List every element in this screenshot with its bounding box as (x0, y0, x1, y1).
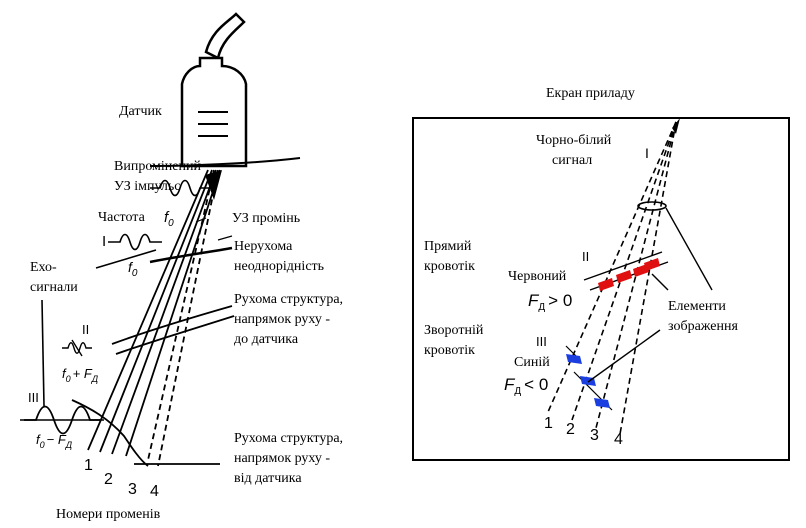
gate-I (637, 201, 667, 211)
echo-label-2: сигнали (30, 280, 78, 295)
moving-structure-toward (111, 305, 235, 355)
fixed-label-1: Нерухома (234, 239, 293, 254)
screen-roman-III: III (536, 334, 547, 349)
screen-beam-number-2: 2 (566, 421, 575, 438)
bw-signal-label-2: сигнал (552, 153, 592, 168)
elements-label-2: зображення (668, 319, 738, 334)
screen-roman-I: I (645, 145, 649, 161)
beam-numbers-label: Номери променів (56, 507, 161, 522)
left-panel: Датчик Випромінений УЗ імпульс Частота f… (20, 12, 343, 522)
fixed-inhomogeneity (149, 246, 233, 264)
fixed-label-2: неоднорідність (234, 259, 324, 274)
skin-surface (149, 157, 301, 167)
red-label: Червоний (508, 269, 567, 284)
toward-label-2: напрямок руху - (234, 312, 330, 327)
fd-negative-label: FД< 0 (504, 375, 548, 397)
f0-label: f0 (164, 209, 174, 229)
f0-minus-fd: f0− FД (36, 432, 73, 450)
beam-number-1: 1 (84, 457, 93, 474)
beam-number-4: 4 (150, 483, 159, 500)
beam-number-2: 2 (104, 471, 113, 488)
emitted-pulse-label-2: УЗ імпульс (114, 179, 180, 194)
direct-flow-label-2: кровотік (424, 259, 475, 274)
reverse-flow-label-2: кровотік (424, 343, 475, 358)
elements-label-1: Елементи (668, 299, 726, 314)
us-beam-label: УЗ промінь (232, 211, 300, 226)
fd-positive-label: FД> 0 (528, 291, 572, 313)
screen-title: Екран приладу (546, 86, 635, 101)
red-pixels (598, 258, 660, 291)
toward-label-3: до датчика (234, 332, 299, 347)
pulse-I (108, 233, 162, 251)
screen-roman-II: II (582, 249, 589, 264)
echo-label-1: Ехо- (30, 260, 57, 275)
away-label-3: від датчика (234, 471, 302, 486)
f0-plus-fd: f0+ FД (62, 366, 99, 384)
pulse-II (62, 342, 92, 354)
away-label-2: напрямок руху - (234, 451, 330, 466)
screen-beam-number-1: 1 (544, 415, 553, 432)
pulse-III (24, 405, 100, 435)
blue-label: Синій (514, 355, 550, 370)
transducer-label: Датчик (119, 104, 162, 119)
moving-structure-away (71, 399, 220, 467)
direct-flow-label-1: Прямий (424, 239, 472, 254)
screen-beams (547, 121, 677, 435)
roman-II: II (82, 322, 89, 337)
roman-I: I (102, 233, 106, 250)
emitted-pulse-label-1: Випромінений (114, 159, 201, 174)
toward-label-1: Рухома структура, (234, 292, 343, 307)
beam-number-3: 3 (128, 481, 137, 498)
roman-III: III (28, 390, 39, 405)
away-label-1: Рухома структура, (234, 431, 343, 446)
bw-signal-label-1: Чорно-білий (536, 133, 612, 148)
f0-pulse-I: f0 (128, 259, 138, 279)
screen-beam-number-3: 3 (590, 427, 599, 444)
frequency-label: Частота (98, 210, 146, 225)
emitted-pulse (150, 179, 214, 197)
screen-beam-number-4: 4 (614, 431, 623, 448)
right-panel: Екран приладу (412, 86, 790, 461)
transducer-cable (204, 12, 246, 60)
reverse-flow-label-1: Зворотній (424, 323, 484, 338)
